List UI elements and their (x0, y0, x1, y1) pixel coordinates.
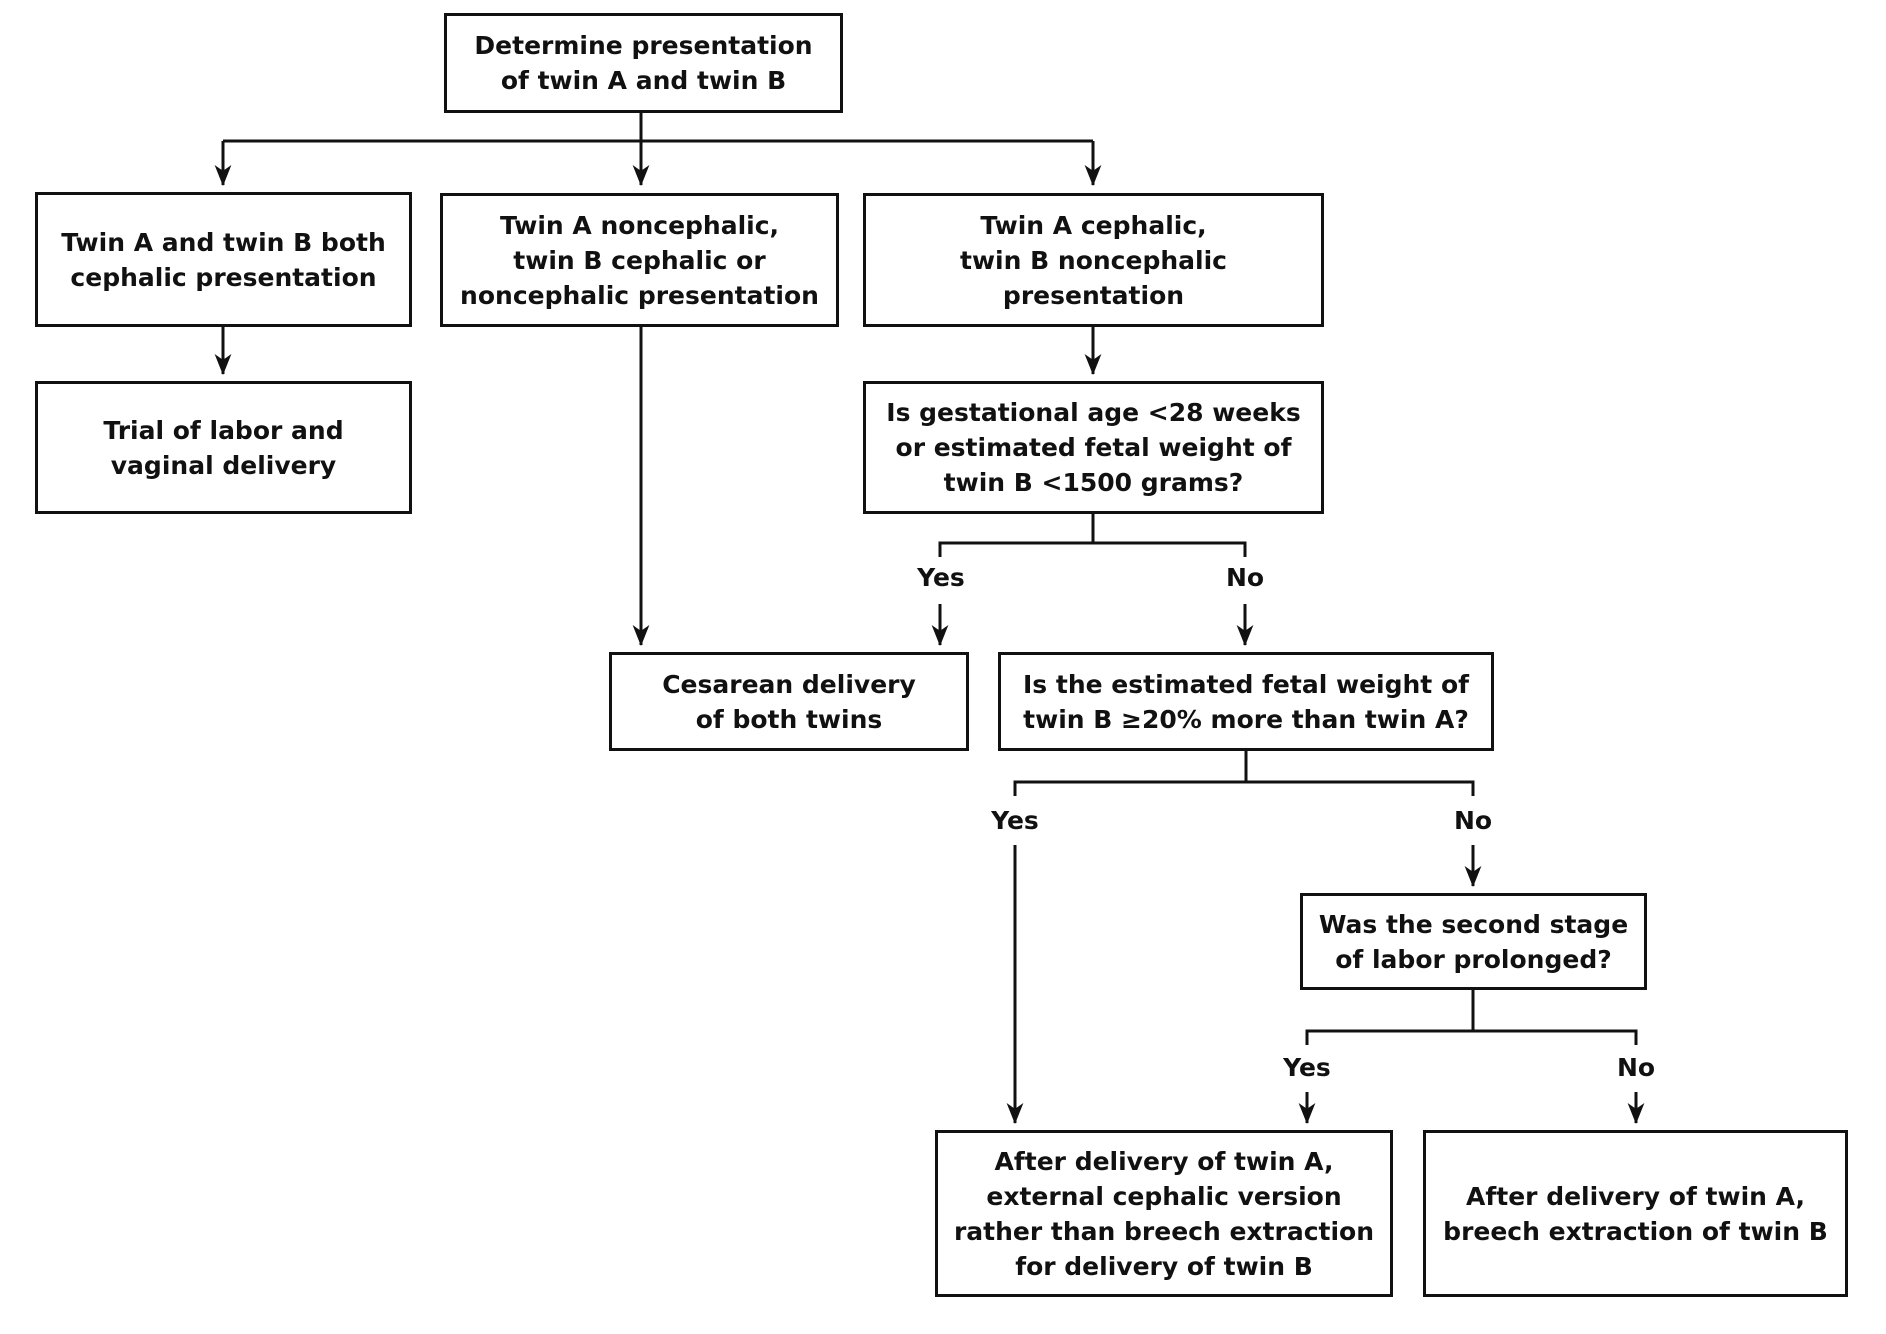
edge-gestational-split-rail (938, 514, 1247, 557)
branch-label-second-stage-no: No (1616, 1053, 1656, 1082)
node-both-cephalic-text: Twin A and twin B both cephalic presenta… (61, 227, 386, 292)
branch-label-gestational-no: No (1225, 563, 1265, 592)
node-twin-a-noncephalic: Twin A noncephalic, twin B cephalic or n… (440, 193, 839, 327)
node-fetal-weight-question: Is the estimated fetal weight of twin B … (998, 652, 1494, 751)
node-twin-a-noncephalic-text: Twin A noncephalic, twin B cephalic or n… (460, 210, 819, 310)
node-cesarean-delivery-text: Cesarean delivery of both twins (662, 669, 916, 734)
edge-root-branch-rail (223, 113, 1093, 143)
node-fetal-weight-question-text: Is the estimated fetal weight of twin B … (1022, 669, 1470, 734)
edge-second-stage-split-rail (1305, 990, 1638, 1045)
node-external-cephalic-version: After delivery of twin A, external cepha… (935, 1130, 1393, 1297)
node-trial-of-labor: Trial of labor and vaginal delivery (35, 381, 412, 514)
branch-label-fetal-weight-no: No (1453, 806, 1493, 835)
edge-fetal-weight-split-rail (1013, 751, 1475, 796)
node-second-stage-question: Was the second stage of labor prolonged? (1300, 893, 1647, 990)
branch-label-second-stage-yes: Yes (1283, 1053, 1331, 1082)
node-twin-a-cephalic: Twin A cephalic, twin B noncephalic pres… (863, 193, 1324, 327)
node-twin-a-cephalic-text: Twin A cephalic, twin B noncephalic pres… (960, 210, 1227, 310)
node-trial-of-labor-text: Trial of labor and vaginal delivery (103, 415, 344, 480)
node-breech-extraction: After delivery of twin A, breech extract… (1423, 1130, 1848, 1297)
node-breech-extraction-text: After delivery of twin A, breech extract… (1443, 1181, 1828, 1246)
node-cesarean-delivery: Cesarean delivery of both twins (609, 652, 969, 751)
node-gestational-age-question: Is gestational age <28 weeks or estimate… (863, 381, 1324, 514)
node-second-stage-question-text: Was the second stage of labor prolonged? (1318, 909, 1629, 974)
node-gestational-age-question-text: Is gestational age <28 weeks or estimate… (886, 398, 1301, 497)
branch-label-gestational-yes: Yes (917, 563, 965, 592)
node-determine-presentation: Determine presentation of twin A and twi… (444, 13, 843, 113)
node-determine-presentation-text: Determine presentation of twin A and twi… (474, 31, 813, 95)
branch-label-fetal-weight-yes: Yes (991, 806, 1039, 835)
node-both-cephalic: Twin A and twin B both cephalic presenta… (35, 192, 412, 327)
node-external-cephalic-version-text: After delivery of twin A, external cepha… (953, 1146, 1375, 1281)
